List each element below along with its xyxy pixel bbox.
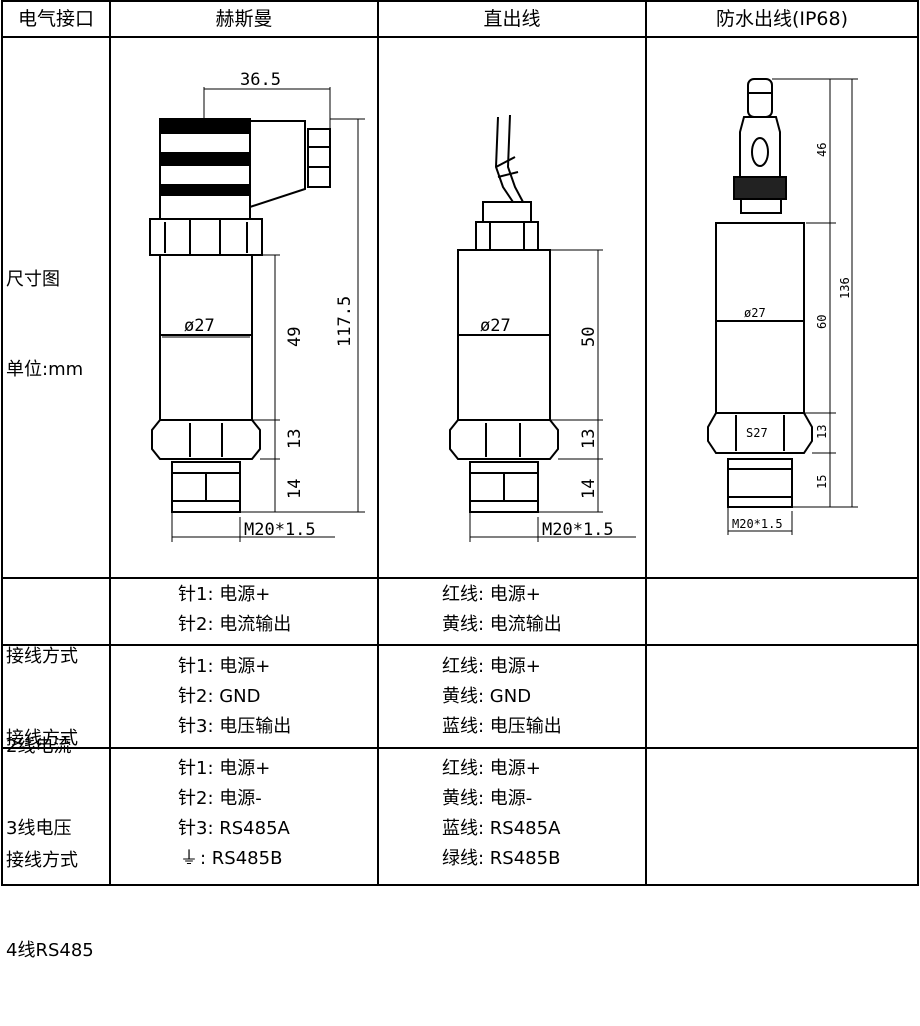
wiring-row-2-label: 接线方式 3线电压 xyxy=(6,664,78,904)
hirschmann-diameter: ø27 xyxy=(184,316,215,336)
spec-table: 电气接口 赫斯曼 直出线 防水出线(IP68) 尺寸图 单位:mm xyxy=(1,0,919,961)
wiring-3-pin-4: RS485B xyxy=(211,848,283,869)
wiring-1-label-line1: 接线方式 xyxy=(6,646,78,667)
wiring-3-label-line2: 4线RS485 xyxy=(6,940,94,961)
ground-icon: ⏚ xyxy=(180,848,198,869)
wiring-1-label-line2: 2线电流 xyxy=(6,736,72,757)
size-label-line1: 尺寸图 xyxy=(6,269,60,290)
wiring-1-wires: 红线: 电源+ 黄线: 电流输出 xyxy=(442,580,562,640)
wiring-2-wire-3: 蓝线: 电压输出 xyxy=(442,716,562,737)
wiring-3-label-line1: 接线方式 xyxy=(6,850,78,871)
hirschmann-body-length: 49 xyxy=(285,327,305,347)
waterproof-total-length: 136 xyxy=(838,277,852,299)
wiring-3-wire-3: 蓝线: RS485A xyxy=(442,818,561,839)
waterproof-thread-length: 15 xyxy=(815,475,829,489)
wiring-2-pin-3: 针3: 电压输出 xyxy=(178,716,292,737)
wiring-1-wire-2: 黄线: 电流输出 xyxy=(442,614,562,635)
wiring-2-pins: 针1: 电源+ 针2: GND 针3: 电压输出 xyxy=(178,652,291,742)
wiring-1-pin-2: 针2: 电流输出 xyxy=(178,614,292,635)
wiring-2-wire-2: 黄线: GND xyxy=(442,686,532,707)
header-connection: 电气接口 xyxy=(17,8,94,30)
direct-thread: M20*1.5 xyxy=(542,520,614,540)
wiring-3-wires: 红线: 电源+ 黄线: 电源- 蓝线: RS485A 绿线: RS485B xyxy=(442,754,560,874)
table-grid xyxy=(1,0,919,886)
waterproof-body-length: 60 xyxy=(815,315,829,329)
waterproof-hex-label: S27 xyxy=(746,426,768,440)
header-hirschmann: 赫斯曼 xyxy=(215,8,273,30)
hirschmann-hex-height: 13 xyxy=(285,429,305,449)
direct-hex-height: 13 xyxy=(579,429,599,449)
wiring-3-wire-4: 绿线: RS485B xyxy=(442,848,561,869)
wiring-2-pin-1: 针1: 电源+ xyxy=(178,656,271,677)
waterproof-connector-length: 46 xyxy=(815,143,829,157)
wiring-1-wire-1: 红线: 电源+ xyxy=(442,584,541,605)
wiring-3-pin-3: 针3: RS485A xyxy=(178,818,290,839)
direct-diameter: ø27 xyxy=(480,316,511,336)
direct-drawing: ø27 50 13 14 M20*1.5 xyxy=(449,114,636,542)
wiring-row-3-label: 接线方式 4线RS485 xyxy=(6,786,94,1026)
size-row-label: 尺寸图 单位:mm xyxy=(6,205,83,445)
wiring-3-wire-2: 黄线: 电源- xyxy=(442,788,533,809)
hirschmann-top-width: 36.5 xyxy=(240,70,281,90)
wiring-3-pins: 针1: 电源+ 针2: 电源- 针3: RS485A ⏚: RS485B xyxy=(178,754,290,874)
header-direct: 直出线 xyxy=(483,8,541,30)
hirschmann-thread-length: 14 xyxy=(285,479,305,499)
waterproof-hex-height: 13 xyxy=(815,425,829,439)
wiring-3-wire-1: 红线: 电源+ xyxy=(442,758,541,779)
wiring-3-pin-2: 针2: 电源- xyxy=(178,788,262,809)
wiring-3-pin-1: 针1: 电源+ xyxy=(178,758,271,779)
direct-body-length: 50 xyxy=(579,327,599,347)
wiring-2-label-line1: 接线方式 xyxy=(6,728,78,749)
wiring-row-1-label: 接线方式 2线电流 xyxy=(6,582,78,822)
wiring-2-label-line2: 3线电压 xyxy=(6,818,72,839)
wiring-1-pins: 针1: 电源+ 针2: 电流输出 xyxy=(178,580,291,640)
wiring-2-wire-1: 红线: 电源+ xyxy=(442,656,541,677)
waterproof-drawing: ø27 S27 46 60 136 13 15 M20*1.5 xyxy=(707,78,858,535)
wiring-3-pin-4-row: ⏚: RS485B xyxy=(178,844,290,874)
size-label-line2: 单位:mm xyxy=(6,359,84,380)
header-waterproof: 防水出线(IP68) xyxy=(715,8,849,30)
waterproof-diameter: ø27 xyxy=(744,306,766,320)
direct-thread-length: 14 xyxy=(579,479,599,499)
hirschmann-thread: M20*1.5 xyxy=(244,520,316,540)
wiring-1-pin-1: 针1: 电源+ xyxy=(178,584,271,605)
waterproof-thread: M20*1.5 xyxy=(732,517,783,531)
hirschmann-total-length: 117.5 xyxy=(335,296,355,347)
wiring-2-pin-2: 针2: GND xyxy=(178,686,261,707)
wiring-2-wires: 红线: 电源+ 黄线: GND 蓝线: 电压输出 xyxy=(442,652,562,742)
hirschmann-drawing: 36.5 ø27 49 117.5 13 14 M20*1.5 xyxy=(149,70,365,542)
